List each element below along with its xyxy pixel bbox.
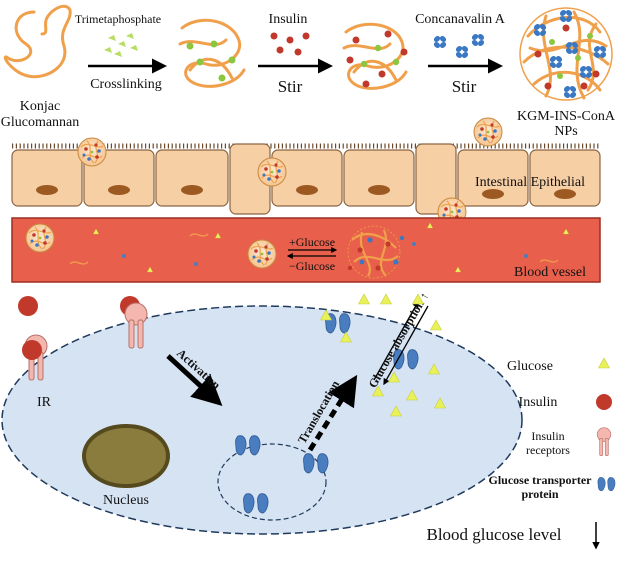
nps-label-line2: NPs (554, 124, 577, 139)
legend-transporter-line1: Glucose transporter (489, 473, 593, 487)
insulin-dots (270, 32, 310, 56)
crosslinked-network (178, 18, 246, 88)
insulin-loaded-network (342, 22, 408, 90)
vesicle (217, 443, 327, 521)
legend-insulin-icon (596, 394, 612, 410)
konjac-label-line2: Glucomannan (1, 115, 80, 130)
footer: Blood glucose level (426, 522, 600, 550)
synthesis-row: Konjac Glucomannan Trimetaphosphate Cros… (1, 4, 616, 139)
legend-receptor-icon (596, 427, 612, 456)
reversible-arrows (286, 247, 338, 259)
epithelial-label: Intestinal Epithelial (475, 175, 585, 190)
legend-glucose-label: Glucose (507, 359, 553, 374)
np-at-villi (77, 137, 107, 167)
stir-2-label: Stir (452, 77, 477, 96)
arrow-translocation (307, 374, 358, 452)
arrow-activation (166, 354, 223, 407)
konjac-glucomannan-chain (3, 4, 72, 79)
legend-transporter-icon (597, 477, 616, 492)
trimetaphosphate-label: Trimetaphosphate (75, 12, 161, 26)
legend-receptors-line1: Insulin (531, 429, 564, 443)
nucleus-label: Nucleus (103, 493, 149, 508)
ir-label: IR (37, 395, 52, 410)
blood-glucose-label: Blood glucose level (426, 525, 561, 544)
arrow-absorption-in (383, 305, 429, 386)
np-approaching (473, 117, 503, 147)
nucleus (82, 424, 170, 488)
blood-vessel-label: Blood vessel (514, 265, 586, 280)
receptor-active (120, 296, 148, 349)
np-in-epithelium (257, 157, 287, 187)
legend-glucose-icon (598, 357, 610, 369)
crosslinking-label: Crosslinking (90, 77, 162, 92)
np-released (347, 225, 405, 279)
minus-glucose-label: −Glucose (289, 259, 335, 273)
insulin-label: Insulin (269, 12, 308, 27)
np-in-blood-2 (247, 239, 277, 269)
nps-label-line1: KGM-INS-ConA (517, 109, 616, 124)
legend-transporter-line2: protein (521, 487, 558, 501)
intestinal-epithelium: Intestinal Epithelial (11, 117, 601, 227)
plus-glucose-label: +Glucose (289, 235, 335, 249)
concanavalin-label: Concanavalin A (415, 12, 506, 27)
blood-glucose-and-insulin (69, 222, 569, 273)
legend-receptors-line2: receptors (526, 443, 570, 457)
target-cell: Nucleus IR Activation Translocation Gluc… (1, 290, 523, 535)
konjac-label-line1: Konjac (20, 99, 60, 114)
stir-1-label: Stir (278, 77, 303, 96)
np-in-blood-1 (25, 223, 55, 253)
trimetaphosphate-icon (104, 33, 138, 57)
arrow-absorption-out (373, 300, 419, 381)
concanavalin-icons (432, 32, 486, 60)
blood-vessel: +Glucose −Glucose Blood vessel (11, 217, 601, 283)
legend-insulin-label: Insulin (519, 395, 558, 410)
receptor-inactive (18, 296, 48, 381)
kgm-ins-cona-np-large (519, 7, 613, 101)
legend: Glucose Insulin Insulin receptors Glucos… (489, 357, 616, 501)
